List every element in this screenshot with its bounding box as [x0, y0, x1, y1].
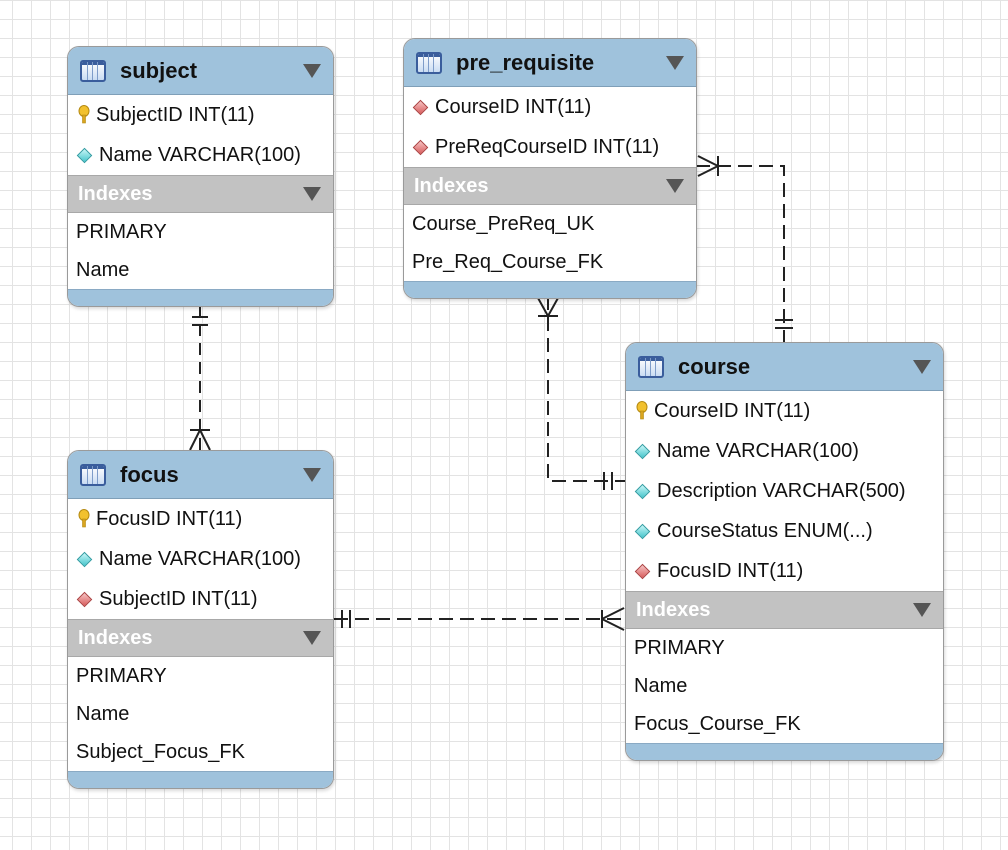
- index-row[interactable]: Pre_Req_Course_FK: [412, 250, 604, 273]
- column-row[interactable]: CourseStatus ENUM(...): [626, 511, 943, 551]
- connector-focus-course[interactable]: [334, 607, 626, 631]
- column-label: CourseID INT(11): [654, 399, 811, 422]
- column-icon: [76, 551, 93, 567]
- column-row[interactable]: Description VARCHAR(500): [626, 471, 943, 511]
- column-label: FocusID INT(11): [657, 559, 804, 582]
- collapse-triangle-icon[interactable]: [303, 63, 321, 78]
- indexes-label: Indexes: [414, 174, 489, 197]
- foreign-key-icon: [412, 139, 429, 155]
- column-icon: [634, 483, 651, 499]
- column-row[interactable]: CourseID INT(11): [404, 87, 696, 127]
- collapse-triangle-icon[interactable]: [303, 467, 321, 482]
- column-icon: [634, 523, 651, 539]
- table-icon: [80, 463, 106, 486]
- table-header[interactable]: subject: [68, 47, 333, 95]
- table-footer: [68, 771, 333, 788]
- collapse-triangle-icon[interactable]: [913, 603, 931, 617]
- table-footer: [68, 289, 333, 306]
- column-row[interactable]: FocusID INT(11): [68, 499, 333, 539]
- column-label: SubjectID INT(11): [99, 587, 258, 610]
- index-row[interactable]: Name: [634, 674, 688, 697]
- column-label: CourseID INT(11): [435, 95, 592, 118]
- indexes-label: Indexes: [636, 598, 711, 621]
- table-subject[interactable]: subject SubjectID INT(11) Name VARCHAR(1…: [67, 46, 334, 307]
- indexes-label: Indexes: [78, 182, 153, 205]
- table-icon: [80, 59, 106, 82]
- column-row[interactable]: CourseID INT(11): [626, 391, 943, 431]
- index-row[interactable]: Name: [76, 258, 130, 281]
- index-row[interactable]: Course_PreReq_UK: [412, 212, 595, 235]
- primary-key-icon: [78, 509, 90, 528]
- collapse-triangle-icon[interactable]: [303, 187, 321, 201]
- column-icon: [634, 443, 651, 459]
- connector-prereq-course-2[interactable]: [696, 155, 793, 344]
- connector-prereq-course-1[interactable]: [537, 296, 626, 490]
- index-row[interactable]: PRIMARY: [76, 664, 167, 687]
- collapse-triangle-icon[interactable]: [303, 631, 321, 645]
- column-row[interactable]: SubjectID INT(11): [68, 95, 333, 135]
- column-label: SubjectID INT(11): [96, 103, 255, 126]
- table-course[interactable]: course CourseID INT(11) Name VARCHAR(100…: [625, 342, 944, 761]
- column-label: Description VARCHAR(500): [657, 479, 906, 502]
- foreign-key-icon: [76, 591, 93, 607]
- table-header[interactable]: course: [626, 343, 943, 391]
- index-row[interactable]: PRIMARY: [76, 220, 167, 243]
- indexes-header[interactable]: Indexes: [68, 175, 333, 213]
- indexes-header[interactable]: Indexes: [404, 167, 696, 205]
- table-title: subject: [120, 57, 198, 83]
- column-label: Name VARCHAR(100): [99, 143, 301, 166]
- column-label: FocusID INT(11): [96, 507, 243, 530]
- column-row[interactable]: Name VARCHAR(100): [626, 431, 943, 471]
- table-header[interactable]: pre_requisite: [404, 39, 696, 87]
- index-row[interactable]: PRIMARY: [634, 636, 725, 659]
- column-row[interactable]: PreReqCourseID INT(11): [404, 127, 696, 167]
- primary-key-icon: [78, 105, 90, 124]
- column-label: CourseStatus ENUM(...): [657, 519, 873, 542]
- index-row[interactable]: Name: [76, 702, 130, 725]
- foreign-key-icon: [412, 99, 429, 115]
- indexes-label: Indexes: [78, 626, 153, 649]
- column-label: Name VARCHAR(100): [99, 547, 301, 570]
- column-row[interactable]: Name VARCHAR(100): [68, 539, 333, 579]
- table-footer: [404, 281, 696, 298]
- indexes-header[interactable]: Indexes: [626, 591, 943, 629]
- table-header[interactable]: focus: [68, 451, 333, 499]
- column-icon: [76, 147, 93, 163]
- collapse-triangle-icon[interactable]: [666, 55, 684, 70]
- table-title: course: [678, 353, 751, 379]
- column-row[interactable]: Name VARCHAR(100): [68, 135, 333, 175]
- index-row[interactable]: Focus_Course_FK: [634, 712, 801, 735]
- table-icon: [416, 51, 442, 74]
- indexes-header[interactable]: Indexes: [68, 619, 333, 657]
- table-focus[interactable]: focus FocusID INT(11) Name VARCHAR(100) …: [67, 450, 334, 789]
- table-title: focus: [120, 461, 179, 487]
- table-footer: [626, 743, 943, 760]
- collapse-triangle-icon[interactable]: [666, 179, 684, 193]
- connector-subject-focus[interactable]: [189, 305, 211, 452]
- primary-key-icon: [636, 401, 648, 420]
- column-label: Name VARCHAR(100): [657, 439, 859, 462]
- foreign-key-icon: [634, 563, 651, 579]
- table-pre-requisite[interactable]: pre_requisite CourseID INT(11) PreReqCou…: [403, 38, 697, 299]
- column-label: PreReqCourseID INT(11): [435, 135, 660, 158]
- collapse-triangle-icon[interactable]: [913, 359, 931, 374]
- index-row[interactable]: Subject_Focus_FK: [76, 740, 245, 763]
- column-row[interactable]: SubjectID INT(11): [68, 579, 333, 619]
- table-icon: [638, 355, 664, 378]
- table-title: pre_requisite: [456, 49, 595, 75]
- column-row[interactable]: FocusID INT(11): [626, 551, 943, 591]
